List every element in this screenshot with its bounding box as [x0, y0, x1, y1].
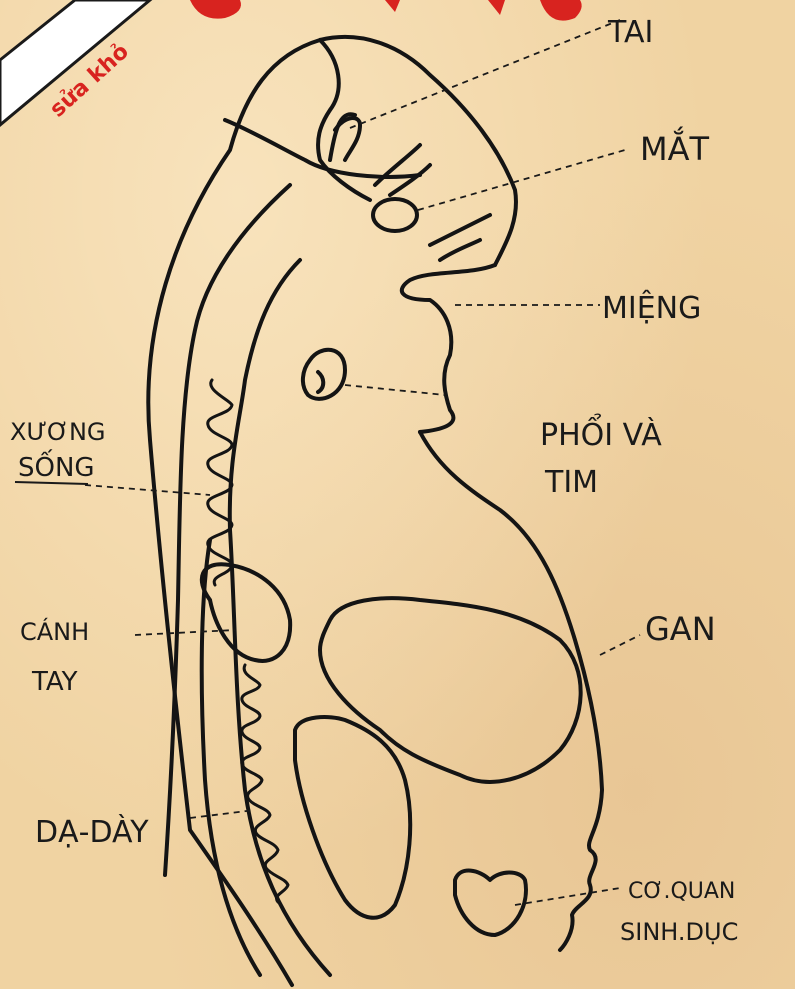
label-mouth: MIỆNG: [602, 290, 701, 326]
label-spine-line1: XƯƠNG: [10, 418, 106, 446]
eye-shape: [373, 199, 417, 231]
genital-organ-shape: [455, 871, 526, 935]
label-arm-line1: CÁNH: [20, 617, 89, 646]
title-fragments: [190, 0, 582, 21]
gill-arch-4: [440, 240, 480, 260]
ear-shape: [335, 118, 360, 160]
label-arm-line2: TAY: [31, 667, 78, 697]
heart-inner: [318, 372, 323, 392]
gill-arch-2: [390, 165, 430, 195]
corner-banner: sửa khỏ: [0, 0, 150, 125]
label-eye: MẮT: [640, 126, 710, 168]
label-genital-line1: CƠ.QUAN: [628, 879, 735, 904]
label-liver: GAN: [645, 610, 716, 648]
stomach-shape: [295, 717, 410, 918]
label-stomach: DẠ-DÀY: [35, 814, 149, 850]
label-genital-line2: SINH.DỤC: [620, 918, 738, 946]
label-lung-heart-line1: PHỔI VÀ: [540, 412, 662, 453]
liver-shape: [320, 598, 581, 782]
label-ear: TAI: [607, 15, 653, 50]
label-spine-line2: SỐNG: [18, 448, 95, 483]
embryo-outline: [148, 37, 602, 985]
heart-bulb: [303, 350, 345, 399]
leader-lines: [85, 20, 640, 905]
vertebrae: [208, 380, 288, 902]
face-contour: [402, 265, 495, 432]
back-contour: [148, 37, 516, 985]
spinal-canal-right: [230, 260, 330, 975]
label-lung-heart-line2: TIM: [544, 465, 598, 500]
labels: TAI MẮT MIỆNG XƯƠNG SỐNG PHỔI VÀ TIM CÁN…: [10, 15, 738, 946]
